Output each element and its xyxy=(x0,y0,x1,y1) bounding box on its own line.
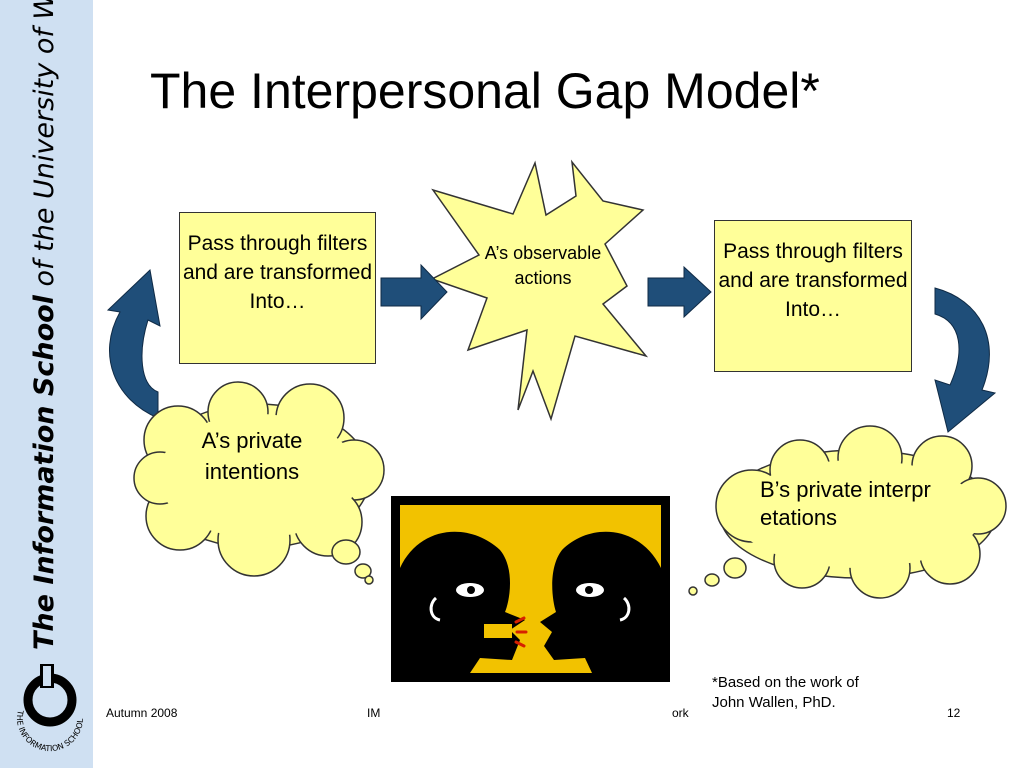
arrow-right-2 xyxy=(647,265,712,319)
ischool-logo-icon: THE INFORMATION SCHOOL xyxy=(15,664,85,753)
filter-box-right: Pass through filters and are transformed… xyxy=(714,220,912,372)
curved-arrow-left xyxy=(106,268,161,419)
slide-title: The Interpersonal Gap Model* xyxy=(150,63,820,119)
footnote: *Based on the work of John Wallen, PhD. xyxy=(712,674,859,711)
burst-label: A’s observable actions xyxy=(484,243,602,288)
right-face-silhouette xyxy=(540,531,661,673)
cloud-a-label: A’s private intentions xyxy=(201,428,303,484)
two-faces-clipart xyxy=(391,496,670,682)
sidebar: The Information School of the University… xyxy=(0,0,93,768)
footer-date: Autumn 2008 xyxy=(106,706,178,720)
page-number: 12 xyxy=(947,706,961,720)
arrow-right-1 xyxy=(380,263,448,321)
cloud-b-label: B’s private interpretations xyxy=(760,477,931,530)
filter-box-left: Pass through filters and are transformed… xyxy=(179,212,376,364)
thought-cloud-a xyxy=(133,381,385,585)
footer-course-fragment: IM xyxy=(367,706,381,720)
curved-arrow-right xyxy=(934,287,997,433)
speech-marks-icon xyxy=(514,616,528,648)
observable-actions-burst xyxy=(430,159,649,422)
footer-title-fragment: ork xyxy=(672,706,689,720)
thought-cloud-b xyxy=(688,425,1007,599)
